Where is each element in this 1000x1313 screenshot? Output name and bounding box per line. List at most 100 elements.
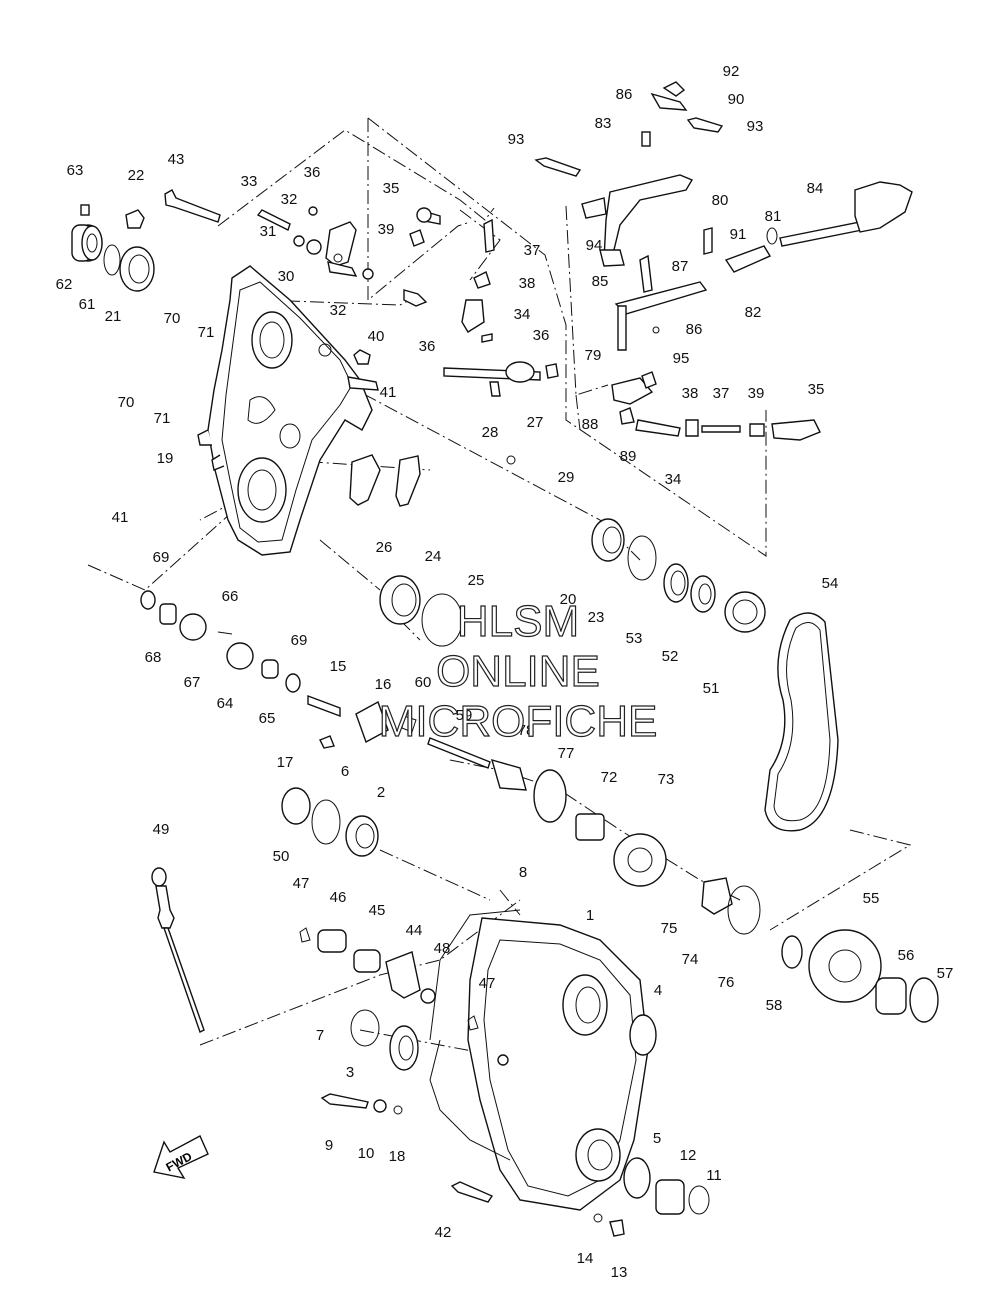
part-callout: 7 xyxy=(316,1027,324,1044)
part-callout: 26 xyxy=(376,539,393,556)
part-callout: 42 xyxy=(435,1224,452,1241)
part-callout: 2 xyxy=(377,784,385,801)
part-callout: 1 xyxy=(586,907,594,924)
part-callout: 92 xyxy=(723,63,740,80)
part-callout: 44 xyxy=(406,922,423,939)
watermark-line-2: ONLINE xyxy=(436,647,600,696)
part-callout: 11 xyxy=(706,1167,722,1184)
part-callout: 93 xyxy=(747,118,764,135)
watermark-line-3: MICROFICHE xyxy=(379,697,658,746)
part-callout: 81 xyxy=(765,208,782,225)
drive-chain xyxy=(764,612,839,832)
part-callout: 38 xyxy=(682,385,699,402)
part-callout: 39 xyxy=(748,385,765,402)
part-callout: 90 xyxy=(728,91,745,108)
assembly-lines xyxy=(87,117,912,1061)
part-callout: 32 xyxy=(330,302,347,319)
part-callout: 93 xyxy=(508,131,525,148)
part-callout: 63 xyxy=(67,162,84,179)
part-callout: 62 xyxy=(56,276,73,293)
part-callout: 34 xyxy=(514,306,531,323)
part-callout: 57 xyxy=(937,965,954,982)
part-callout: 69 xyxy=(153,549,170,566)
part-callout: 6 xyxy=(341,763,349,780)
part-callout: 27 xyxy=(527,414,544,431)
part-callout: 29 xyxy=(558,469,575,486)
part-callout: 87 xyxy=(672,258,689,275)
part-callout: 20 xyxy=(560,591,577,608)
part-callout: 39 xyxy=(378,221,395,238)
part-callout: 77 xyxy=(558,745,575,762)
part-callout: 15 xyxy=(330,658,347,675)
fwd-arrow: FWD xyxy=(153,1135,209,1179)
part-callout: 79 xyxy=(585,347,602,364)
part-callout: 78 xyxy=(518,722,535,739)
part-callout: 9 xyxy=(325,1137,333,1154)
part-callout: 40 xyxy=(368,328,385,345)
part-callout: 10 xyxy=(358,1145,375,1162)
part-callout: 8 xyxy=(519,864,527,881)
part-callout: 70 xyxy=(164,310,181,327)
part-callout: 65 xyxy=(259,710,276,727)
part-callout: 83 xyxy=(595,115,612,132)
part-callout: 47 xyxy=(479,975,496,992)
part-callout: 48 xyxy=(434,940,451,957)
part-callout: 73 xyxy=(658,771,675,788)
watermark-line-1: HLSM xyxy=(457,597,579,646)
watermark: HLSM ONLINE MICROFICHE xyxy=(378,596,658,746)
part-callout: 37 xyxy=(524,242,541,259)
part-callout: 13 xyxy=(611,1264,628,1281)
part-callout: 36 xyxy=(533,327,550,344)
part-callout: 24 xyxy=(425,548,442,565)
part-callout: 12 xyxy=(680,1147,697,1164)
part-callout: 71 xyxy=(198,324,215,341)
part-callout: 28 xyxy=(482,424,499,441)
part-callout: 53 xyxy=(626,630,643,647)
left-gear-group xyxy=(140,590,417,749)
part-callout: 54 xyxy=(822,575,839,592)
part-callout: 17 xyxy=(277,754,294,771)
part-callout: 94 xyxy=(586,237,603,254)
lower-left-group xyxy=(281,787,625,1237)
part-callout: 34 xyxy=(665,471,682,488)
part-callout: 47 xyxy=(293,875,310,892)
part-callout: 3 xyxy=(346,1064,354,1081)
part-callout: 64 xyxy=(217,695,234,712)
part-callout: 52 xyxy=(662,648,679,665)
part-callout: 50 xyxy=(273,848,290,865)
part-callout: 41 xyxy=(380,384,397,401)
part-callout: 22 xyxy=(128,167,145,184)
part-callout: 41 xyxy=(112,509,129,526)
part-callout: 36 xyxy=(419,338,436,355)
part-callout: 89 xyxy=(620,448,637,465)
part-callout: 82 xyxy=(745,304,762,321)
part-callout: 19 xyxy=(157,450,174,467)
part-callout: 95 xyxy=(673,350,690,367)
part-callout: 60 xyxy=(415,674,432,691)
part-callout: 84 xyxy=(807,180,824,197)
part-callout: 23 xyxy=(588,609,605,626)
dipstick xyxy=(151,867,205,1033)
part-callout: 36 xyxy=(304,164,321,181)
upper-right-linkage xyxy=(534,81,913,441)
part-callout: 49 xyxy=(153,821,170,838)
part-callout: 45 xyxy=(369,902,386,919)
part-callout: 75 xyxy=(661,920,678,937)
rear-case-cover xyxy=(197,265,373,556)
part-callout: 5 xyxy=(653,1130,661,1147)
part-callout: 37 xyxy=(713,385,730,402)
linkage-group xyxy=(256,206,559,507)
part-callout: 70 xyxy=(118,394,135,411)
part-callout: 21 xyxy=(105,308,122,325)
part-callout: 71 xyxy=(154,410,171,427)
part-callout: 46 xyxy=(330,889,347,906)
part-callout: 59 xyxy=(456,707,473,724)
part-callout: 91 xyxy=(730,226,747,243)
part-callout: 30 xyxy=(278,268,295,285)
part-callout: 58 xyxy=(766,997,783,1014)
part-callout: 18 xyxy=(389,1148,406,1165)
part-callout: 86 xyxy=(686,321,703,338)
part-callout: 69 xyxy=(291,632,308,649)
part-callout: 16 xyxy=(375,676,392,693)
